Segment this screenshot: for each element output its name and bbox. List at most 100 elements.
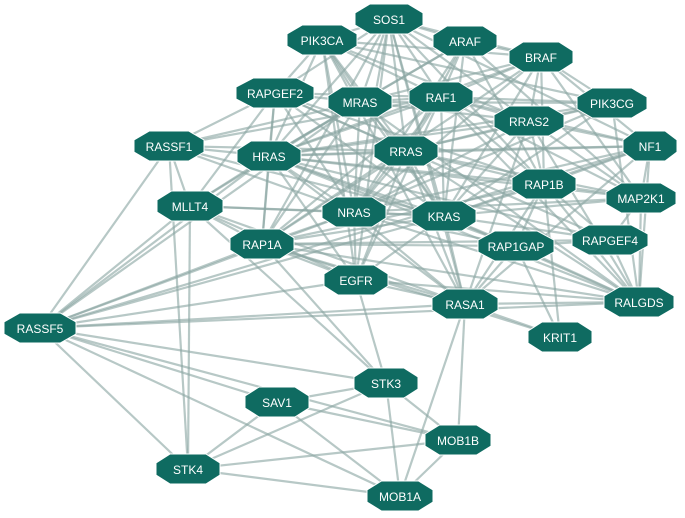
edge-sos1-rap1a xyxy=(261,18,390,245)
edge-rras2-kras xyxy=(443,120,530,217)
node-rap1gap[interactable]: RAP1GAP xyxy=(477,230,555,262)
node-egfr[interactable]: EGFR xyxy=(323,264,389,296)
node-label-rapgef2: RAPGEF2 xyxy=(247,87,303,101)
node-shape-braf xyxy=(508,41,574,73)
node-label-map2k1: MAP2K1 xyxy=(617,192,665,206)
node-mras[interactable]: MRAS xyxy=(327,86,393,118)
edge-rap1a-krit1 xyxy=(261,242,561,339)
node-label-hras: HRAS xyxy=(252,150,285,164)
node-raf1[interactable]: RAF1 xyxy=(408,81,474,113)
node-shape-hras xyxy=(236,140,302,172)
node-rassf1[interactable]: RASSF1 xyxy=(133,130,205,162)
edge-rassf1-nras xyxy=(168,144,355,214)
node-label-rras: RRAS xyxy=(389,145,422,159)
node-rap1a[interactable]: RAP1A xyxy=(229,228,295,260)
edge-egfr-stk3 xyxy=(354,279,388,384)
node-shape-mras xyxy=(327,86,393,118)
edge-nf1-rras xyxy=(405,144,651,153)
node-mob1b[interactable]: MOB1B xyxy=(424,424,492,456)
node-rapgef2[interactable]: RAPGEF2 xyxy=(235,77,315,109)
node-shape-sos1 xyxy=(354,3,424,35)
node-rras2[interactable]: RRAS2 xyxy=(493,105,565,137)
node-map2k1[interactable]: MAP2K1 xyxy=(605,182,677,214)
node-araf[interactable]: ARAF xyxy=(432,25,498,57)
node-shape-raf1 xyxy=(408,81,474,113)
edge-stk4-mob1a xyxy=(187,467,401,498)
node-sos1[interactable]: SOS1 xyxy=(354,3,424,35)
edge-rassf5-stk3 xyxy=(39,326,387,385)
node-pik3cg[interactable]: PIK3CG xyxy=(576,87,648,119)
node-rassf5[interactable]: RASSF5 xyxy=(3,312,77,344)
edge-rassf5-mob1a xyxy=(39,327,401,497)
edge-nf1-rasa1 xyxy=(464,145,651,305)
node-label-rapgef4: RAPGEF4 xyxy=(582,234,638,248)
node-label-mras: MRAS xyxy=(343,96,378,110)
node-label-rap1gap: RAP1GAP xyxy=(488,240,545,254)
edge-nf1-ralgds xyxy=(637,145,652,303)
node-shape-rras2 xyxy=(493,105,565,137)
node-label-rap1a: RAP1A xyxy=(242,238,281,252)
node-braf[interactable]: BRAF xyxy=(508,41,574,73)
node-label-mob1b: MOB1B xyxy=(437,434,479,448)
node-shape-mob1a xyxy=(366,480,434,512)
node-label-mob1a: MOB1A xyxy=(379,490,421,504)
node-shape-rap1gap xyxy=(477,230,555,262)
node-label-sav1: SAV1 xyxy=(262,396,292,410)
edge-rassf5-mob1b xyxy=(39,326,459,442)
node-nras[interactable]: NRAS xyxy=(321,196,387,228)
edge-braf-kras xyxy=(443,56,542,217)
node-stk4[interactable]: STK4 xyxy=(155,453,221,485)
node-label-nf1: NF1 xyxy=(639,140,662,154)
node-label-egfr: EGFR xyxy=(339,274,373,288)
node-hras[interactable]: HRAS xyxy=(236,140,302,172)
edge-pik3ca-pik3cg xyxy=(321,38,613,105)
node-sav1[interactable]: SAV1 xyxy=(244,386,310,418)
node-shape-sav1 xyxy=(244,386,310,418)
edge-pik3cg-kras xyxy=(443,102,613,217)
edge-hras-rapgef4 xyxy=(268,154,611,242)
node-shape-krit1 xyxy=(527,321,593,353)
node-pik3ca[interactable]: PIK3CA xyxy=(286,24,358,56)
node-ralgds[interactable]: RALGDS xyxy=(603,286,675,318)
node-label-braf: BRAF xyxy=(525,51,557,65)
node-shape-nf1 xyxy=(622,130,678,162)
edge-pik3cg-mras xyxy=(359,100,613,105)
edge-rassf5-hras xyxy=(39,155,270,329)
edge-rras-rap1a xyxy=(261,150,407,245)
node-label-araf: ARAF xyxy=(449,35,481,49)
edge-braf-nras xyxy=(353,56,542,213)
node-rras[interactable]: RRAS xyxy=(373,135,439,167)
edge-rassf5-stk4 xyxy=(39,327,189,470)
node-shape-rassf5 xyxy=(3,312,77,344)
node-stk3[interactable]: STK3 xyxy=(353,367,419,399)
edge-rap1a-stk3 xyxy=(261,243,387,384)
node-krit1[interactable]: KRIT1 xyxy=(527,321,593,353)
node-shape-pik3ca xyxy=(286,24,358,56)
edge-rassf1-rassf5 xyxy=(39,145,170,329)
node-rasa1[interactable]: RASA1 xyxy=(431,288,499,320)
edge-kras-rassf5 xyxy=(39,214,445,330)
edge-hras-map2k1 xyxy=(268,154,642,200)
node-label-kras: KRAS xyxy=(428,210,461,224)
edge-rras2-ralgds xyxy=(528,120,640,303)
node-shape-nras xyxy=(321,196,387,228)
node-mllt4[interactable]: MLLT4 xyxy=(156,190,224,222)
node-rapgef4[interactable]: RAPGEF4 xyxy=(571,224,649,256)
edge-rapgef2-mllt4 xyxy=(189,92,276,207)
node-shape-rapgef2 xyxy=(235,77,315,109)
edge-mllt4-stk4 xyxy=(186,205,192,470)
node-label-rassf5: RASSF5 xyxy=(17,322,64,336)
node-shape-stk4 xyxy=(155,453,221,485)
node-rap1b[interactable]: RAP1B xyxy=(511,168,577,200)
node-mob1a[interactable]: MOB1A xyxy=(366,480,434,512)
node-kras[interactable]: KRAS xyxy=(411,200,477,232)
node-nf1[interactable]: NF1 xyxy=(622,130,678,162)
node-shape-stk3 xyxy=(353,367,419,399)
node-label-mllt4: MLLT4 xyxy=(172,200,209,214)
node-label-sos1: SOS1 xyxy=(373,13,405,27)
node-shape-kras xyxy=(411,200,477,232)
edge-araf-nras xyxy=(353,40,466,213)
edge-rassf5-ralgds xyxy=(39,300,640,330)
edge-hras-rap1gap xyxy=(268,154,517,248)
